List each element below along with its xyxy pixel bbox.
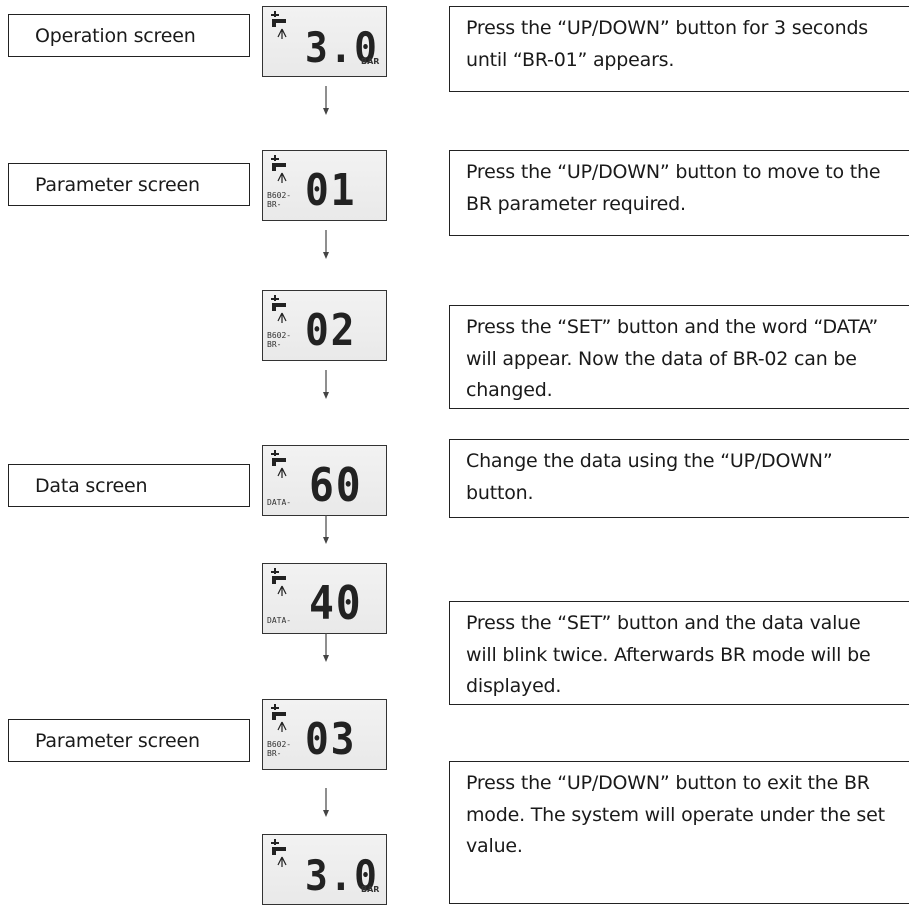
lcd-sub-label: B602- BR- [267,740,292,758]
lcd-unit: BAR [361,57,380,66]
lcd-sub-label: B602- BR- [267,331,292,349]
step-1-description: Press the “UP/DOWN” button for 3 seconds… [449,6,909,92]
lcd-sub-label: B602- BR- [267,191,292,209]
faucet-icon [271,704,287,732]
lcd-sub-label: DATA- [267,616,292,625]
lcd-value: 3.0 [305,851,379,900]
lcd-unit: BAR [361,885,380,894]
lcd-display-operation-final: 3.0 BAR [262,834,387,905]
lcd-display-data-40: DATA- 40 [262,563,387,634]
lcd-value: 3.0 [305,23,379,72]
step-3-description: Press the “SET” button and the word “DAT… [449,305,909,409]
faucet-icon [271,568,287,596]
parameter-screen-label-2: Parameter screen [8,719,250,762]
down-arrow-icon [323,370,329,399]
parameter-screen-label-text: Parameter screen [35,173,200,196]
lcd-display-parameter-02: B602- BR- 02 [262,290,387,361]
faucet-icon [271,155,287,183]
step-6-description: Press the “UP/DOWN” button to exit the B… [449,761,909,904]
step-5-description: Press the “SET” button and the data valu… [449,601,909,705]
lcd-value: 01 [305,165,357,216]
faucet-icon [271,839,287,867]
parameter-screen-label-2-text: Parameter screen [35,729,200,752]
faucet-icon [271,450,287,478]
data-screen-label: Data screen [8,464,250,507]
down-arrow-icon [323,86,329,115]
down-arrow-icon [323,230,329,259]
step-2-description: Press the “UP/DOWN” button to move to th… [449,150,909,236]
down-arrow-icon [323,515,329,544]
down-arrow-icon [323,788,329,817]
lcd-sub-label: DATA- [267,498,292,507]
operation-screen-label: Operation screen [8,14,250,57]
lcd-value: 40 [309,576,363,630]
faucet-icon [271,295,287,323]
lcd-value: 02 [305,305,357,356]
faucet-icon [271,11,287,39]
operation-screen-label-text: Operation screen [35,24,196,47]
data-screen-label-text: Data screen [35,474,148,497]
lcd-value: 03 [305,714,357,765]
lcd-display-parameter-03: B602- BR- 03 [262,699,387,770]
lcd-value: 60 [309,458,363,512]
lcd-display-parameter-01: B602- BR- 01 [262,150,387,221]
step-4-description: Change the data using the “UP/DOWN” butt… [449,439,909,518]
parameter-screen-label: Parameter screen [8,163,250,206]
down-arrow-icon [323,633,329,662]
lcd-display-data-60: DATA- 60 [262,445,387,516]
lcd-display-operation: 3.0 BAR [262,6,387,77]
